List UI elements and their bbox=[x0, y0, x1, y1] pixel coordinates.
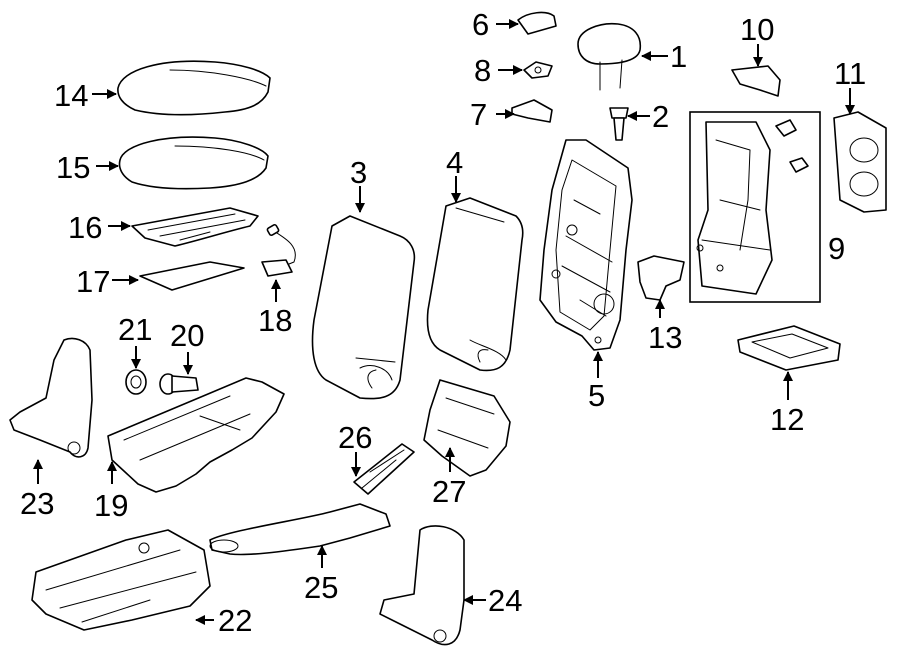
leader-lines bbox=[33, 19, 855, 625]
callout-18: 18 bbox=[258, 303, 292, 338]
callout-12: 12 bbox=[770, 402, 804, 437]
headrest-guide-part bbox=[609, 107, 629, 141]
callout-25: 25 bbox=[304, 570, 338, 605]
headrest-trim-part bbox=[517, 11, 557, 35]
seat-cushion-cover-part bbox=[117, 60, 271, 116]
support-bracket-part bbox=[353, 443, 415, 495]
seat-heater-mat-part bbox=[131, 207, 259, 247]
callout-2: 2 bbox=[652, 99, 669, 134]
callout-8: 8 bbox=[474, 53, 491, 88]
knob-part bbox=[159, 373, 199, 395]
callout-24: 24 bbox=[488, 583, 522, 618]
callout-5: 5 bbox=[588, 378, 605, 413]
air-duct-part bbox=[209, 503, 391, 556]
callout-27: 27 bbox=[432, 474, 466, 509]
seatback-frame-part bbox=[539, 139, 633, 351]
callout-3: 3 bbox=[350, 155, 367, 190]
seat-pad-part bbox=[139, 261, 245, 291]
callout-6: 6 bbox=[472, 7, 489, 42]
seatback-cover-part bbox=[311, 215, 416, 400]
callout-10: 10 bbox=[740, 12, 774, 47]
callout-26: 26 bbox=[338, 420, 372, 455]
side-cover-part bbox=[379, 525, 465, 646]
callout-20: 20 bbox=[170, 318, 204, 353]
callout-19: 19 bbox=[94, 488, 128, 523]
callout-14: 14 bbox=[54, 78, 88, 113]
callout-11: 11 bbox=[834, 56, 866, 91]
headrest-part bbox=[577, 22, 642, 91]
seat-cushion-pad-part bbox=[118, 136, 269, 190]
callout-7: 7 bbox=[470, 97, 487, 132]
callout-22: 22 bbox=[218, 603, 252, 638]
callout-16: 16 bbox=[68, 210, 102, 245]
tray-part bbox=[737, 325, 841, 371]
callout-23: 23 bbox=[20, 486, 54, 521]
cap-part bbox=[125, 369, 147, 395]
side-panel-group bbox=[689, 111, 821, 303]
callout-labels: 1 2 3 4 5 6 7 8 9 10 11 12 13 14 15 16 1… bbox=[20, 7, 866, 638]
seat-track-part bbox=[31, 529, 211, 631]
callout-15: 15 bbox=[56, 150, 90, 185]
callout-17: 17 bbox=[76, 264, 110, 299]
callout-1: 1 bbox=[670, 39, 687, 74]
callout-4: 4 bbox=[446, 145, 463, 180]
side-shield-part bbox=[9, 337, 93, 458]
callout-9: 9 bbox=[828, 231, 845, 266]
sensor-part bbox=[261, 223, 296, 277]
frame-bracket-part bbox=[637, 255, 685, 301]
recliner-part bbox=[423, 379, 511, 477]
cup-holder-part bbox=[833, 111, 887, 213]
seat-base-part bbox=[107, 377, 285, 493]
callout-13: 13 bbox=[648, 320, 682, 355]
bracket-part bbox=[511, 99, 553, 123]
seatback-pad-part bbox=[426, 197, 524, 372]
trim-piece-part bbox=[731, 65, 781, 97]
clip-part bbox=[523, 61, 553, 79]
callout-21: 21 bbox=[118, 312, 152, 347]
